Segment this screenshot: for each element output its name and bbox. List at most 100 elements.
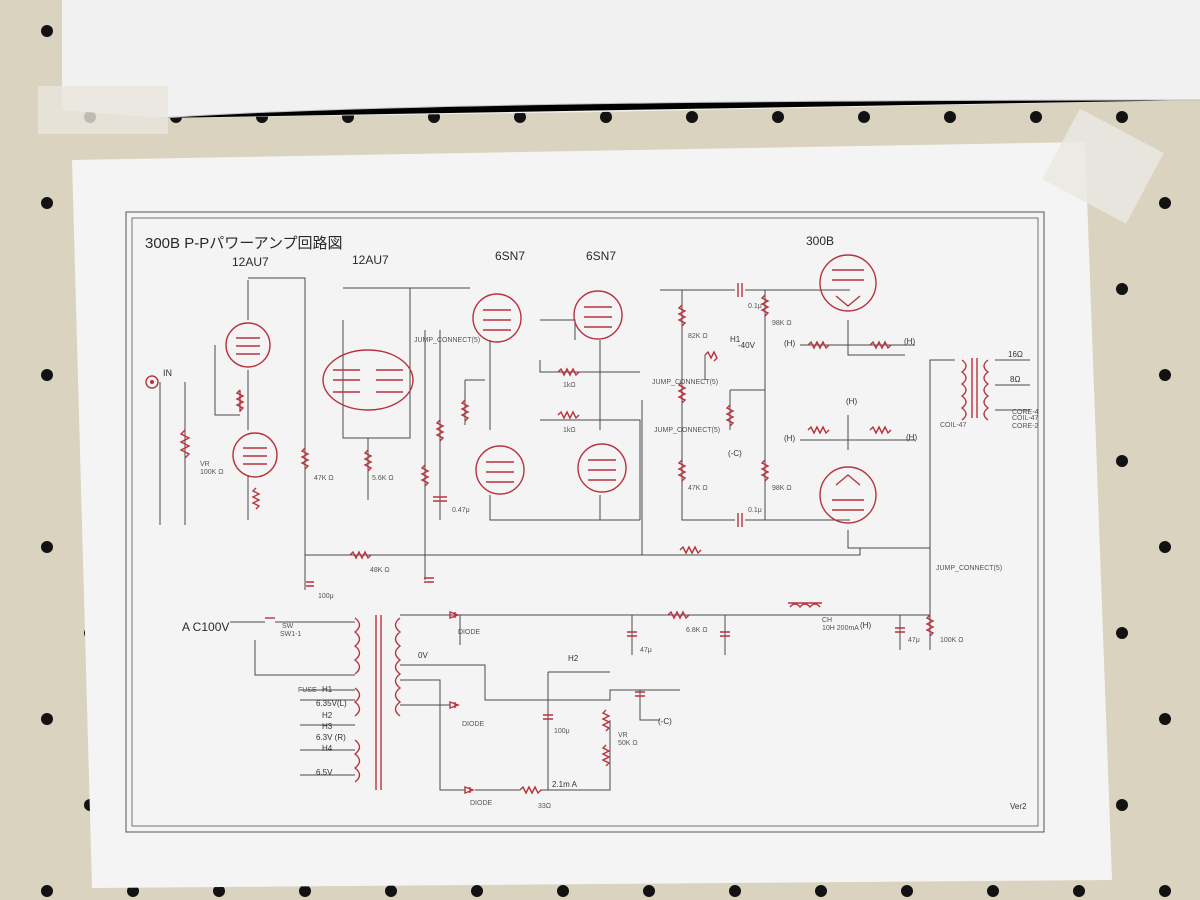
- ac-input-label: A C100V: [182, 620, 229, 634]
- resistor-value: 47K Ω: [688, 485, 708, 492]
- capacitor-value: 100μ: [318, 593, 334, 600]
- pegboard-hole: [1116, 111, 1128, 123]
- vr-value: 100K Ω: [200, 469, 224, 476]
- pegboard-hole: [772, 111, 784, 123]
- input-jack-icon: [145, 375, 159, 389]
- resistor-value: 48K Ω: [370, 567, 390, 574]
- diode-icon: [449, 700, 460, 710]
- capacitor-icon: [306, 581, 314, 587]
- schematic-labels: 300B P-Pパワーアンプ回路図 12AU7 12AU7 6SN7 6SN7 …: [145, 234, 1039, 811]
- diode-label: DIODE: [470, 800, 493, 807]
- capacitor-value: 100μ: [554, 728, 570, 735]
- negative-c-label: (-C): [658, 717, 672, 726]
- switch-value: SW1-1: [280, 631, 302, 638]
- pegboard-hole: [1159, 713, 1171, 725]
- vr-label: VR: [618, 732, 628, 739]
- pegboard-hole: [41, 713, 53, 725]
- resistor-icon: [725, 404, 735, 427]
- coil-label: COIL-47: [940, 422, 967, 429]
- heater-h-label: (H): [784, 434, 795, 443]
- pegboard-hole: [127, 885, 139, 897]
- tube-label-6sn7-b: 6SN7: [586, 249, 616, 263]
- resistor-value: 1kΩ: [563, 427, 576, 434]
- capacitor-value: 47μ: [640, 647, 652, 654]
- tube-label-12au7-a: 12AU7: [232, 255, 269, 269]
- coil-label: COIL-47: [1012, 415, 1039, 422]
- resistor-value: 98K Ω: [772, 485, 792, 492]
- jump-connect-label: JUMP_CONNECT(5): [936, 565, 1002, 572]
- pegboard-hole: [1116, 799, 1128, 811]
- pegboard-hole: [1159, 541, 1171, 553]
- pegboard-hole: [858, 111, 870, 123]
- resistor-icon: [519, 785, 542, 795]
- pegboard-hole: [944, 111, 956, 123]
- pegboard-hole: [1159, 369, 1171, 381]
- pegboard-hole: [1159, 885, 1171, 897]
- tube-12au7-a: [225, 322, 271, 368]
- resistor-icon: [557, 367, 580, 377]
- resistor-value: 5.6K Ω: [372, 475, 394, 482]
- heater-h-label: (H): [860, 621, 871, 630]
- jump-connect-label: JUMP_CONNECT(5): [652, 379, 718, 386]
- tube-6sn7-c: [475, 445, 525, 495]
- capacitor-icon: [543, 714, 553, 720]
- schematic-sheet: [72, 108, 1164, 888]
- resistor-icon: [349, 550, 372, 560]
- resistor-value: 1kΩ: [563, 382, 576, 389]
- input-label: IN: [163, 368, 172, 378]
- capacitor-value: 47μ: [908, 637, 920, 644]
- pegboard-hole: [41, 369, 53, 381]
- tape-piece: [1042, 108, 1164, 224]
- h3-label: H3: [322, 722, 333, 731]
- coupling-cap-icon: [737, 513, 743, 527]
- resistor-icon: [420, 464, 430, 487]
- zero-volt-label: 0V: [418, 651, 428, 660]
- diode-icon: [464, 785, 475, 795]
- output-transformer-icon: [960, 358, 990, 421]
- tube-label-300b: 300B: [806, 234, 834, 248]
- minus-40v-label: -40V: [738, 341, 756, 350]
- resistor-icon: [925, 614, 935, 637]
- resistor-icon: [677, 381, 687, 404]
- bias-resistor-icon: [807, 340, 892, 350]
- power-transformer-icon: [353, 615, 402, 790]
- tube-label-6sn7-a: 6SN7: [495, 249, 525, 263]
- heater-h-label: (H): [906, 433, 917, 442]
- current-label: 2.1m A: [552, 780, 578, 789]
- diode-label: DIODE: [462, 721, 485, 728]
- core-label: CORE-2: [1012, 423, 1039, 430]
- output-16-ohm-label: 16Ω: [1008, 350, 1023, 359]
- coupling-cap-icon: [737, 283, 743, 297]
- heater-63-label: 6.3V (R): [316, 733, 346, 742]
- pegboard-hole: [41, 25, 53, 37]
- capacitor-icon: [433, 496, 447, 502]
- jump-connect-label: JUMP_CONNECT(5): [654, 427, 720, 434]
- pegboard-hole: [41, 541, 53, 553]
- pegboard-hole: [686, 111, 698, 123]
- heater-h-label: (H): [904, 337, 915, 346]
- version-label: Ver2: [1010, 802, 1027, 811]
- heater-635-label: 6.35V(L): [316, 699, 347, 708]
- pegboard-hole: [1116, 627, 1128, 639]
- tube-6sn7-a: [472, 293, 522, 343]
- pegboard-hole: [471, 885, 483, 897]
- pegboard-hole: [987, 885, 999, 897]
- h1-bias-label: H1: [730, 335, 741, 344]
- tube-300b-lower: [819, 466, 877, 524]
- capacitor-icon: [627, 631, 637, 637]
- pegboard-hole: [815, 885, 827, 897]
- resistor-value: 98K Ω: [772, 320, 792, 327]
- pegboard-hole: [41, 885, 53, 897]
- output-8-ohm-label: 8Ω: [1010, 375, 1020, 384]
- capacitor-icon: [635, 691, 645, 697]
- pegboard-hole: [729, 885, 741, 897]
- capacitor-icon: [424, 577, 434, 583]
- capacitor-icon: [895, 627, 905, 633]
- capacitor-value: 0.47μ: [452, 507, 470, 514]
- resistor-icon: [667, 610, 690, 620]
- fuse-label: FUSE: [298, 687, 317, 694]
- resistor-value: 82K Ω: [688, 333, 708, 340]
- pegboard-hole: [213, 885, 225, 897]
- choke-label: CH: [822, 617, 832, 624]
- vr-value: 50K Ω: [618, 740, 638, 747]
